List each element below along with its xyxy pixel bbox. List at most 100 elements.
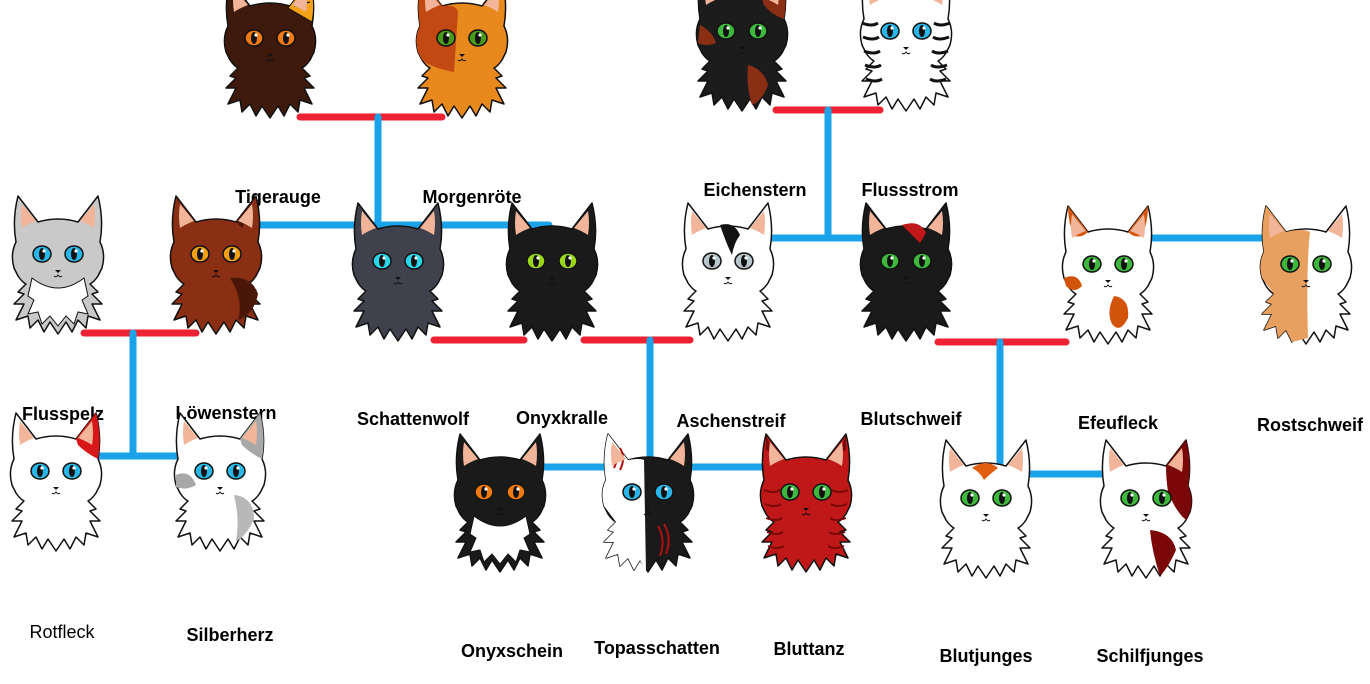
cat-name: Aschenstreif: [676, 411, 786, 431]
stripe: [863, 49, 881, 55]
eye-shine: [200, 249, 204, 253]
body-patch: [234, 495, 254, 541]
cat-name: Bluttanz: [774, 639, 845, 659]
body-patch: [230, 277, 258, 320]
cat-onyxschein: Onyxschein: [453, 433, 563, 661]
cat-eichenstern: Eichenstern: [695, 0, 807, 200]
mouth: [1103, 284, 1113, 288]
cat-figure: [859, 202, 953, 342]
mouth: [547, 281, 557, 285]
eye-shine: [568, 256, 572, 260]
cat-tigerauge: Tigerauge: [223, 0, 321, 207]
stripe: [862, 35, 880, 41]
mouth: [981, 518, 991, 522]
cat-morgenroete: Morgenröte: [415, 0, 522, 207]
inner-ear: [1071, 214, 1086, 238]
chest-patch: [27, 277, 89, 327]
inner-ear: [292, 0, 307, 12]
cat-portrait-icon: [1259, 205, 1353, 345]
cats: Tigerauge Morgenröte Eichenstern Flussst…: [9, 0, 1364, 666]
mouth: [211, 274, 221, 278]
mouth: [265, 58, 275, 62]
eye-shine: [890, 256, 894, 260]
cat-name: Silberherz: [186, 625, 273, 645]
cat-flussstrom: Flussstrom: [859, 0, 959, 200]
eye-shine: [1002, 493, 1006, 497]
eye-shine: [74, 249, 78, 253]
nose: [55, 270, 61, 273]
eye-shine: [632, 487, 636, 491]
eye-shine: [414, 256, 418, 260]
inner-ear: [78, 421, 93, 445]
eye-shine: [72, 466, 76, 470]
cat-figure: [505, 202, 599, 342]
cat-figure: [601, 433, 695, 573]
cat-figure: [173, 412, 267, 552]
mouth: [495, 512, 505, 516]
eye-shine: [232, 249, 236, 253]
cat-portrait-icon: [9, 412, 103, 552]
mouth: [901, 281, 911, 285]
inner-ear: [869, 211, 884, 235]
cat-figure: [859, 0, 953, 112]
eye-shine: [744, 256, 748, 260]
cat-figure: [223, 0, 317, 119]
inner-ear: [574, 211, 589, 235]
cat-body: [759, 433, 853, 573]
eye-shine: [1130, 493, 1134, 497]
stripe: [827, 545, 845, 549]
nose: [739, 47, 745, 50]
mouth: [1141, 518, 1151, 522]
cat-name: Schattenwolf: [357, 409, 470, 429]
cat-name: Schilfjunges: [1096, 646, 1203, 666]
stripe: [830, 503, 848, 507]
inner-ear: [869, 0, 880, 5]
cat-portrait-icon: [505, 202, 599, 342]
nose: [549, 277, 555, 280]
eye-shine: [922, 256, 926, 260]
inner-ear: [1130, 214, 1145, 238]
forelock: [972, 463, 998, 480]
cat-portrait-icon: [1099, 439, 1193, 579]
inner-ear: [233, 0, 248, 12]
eye-shine: [236, 466, 240, 470]
cat-name: Onyxkralle: [516, 408, 608, 428]
cat-portrait-icon: [415, 0, 509, 119]
cat-portrait-icon: [351, 202, 445, 342]
eye-shine: [516, 487, 520, 491]
cat-bluttanz: Bluttanz: [759, 433, 853, 659]
cat-portrait-icon: [1061, 205, 1155, 345]
eye-shine: [382, 256, 386, 260]
nose: [803, 508, 809, 511]
scar: [657, 523, 670, 557]
cat-topasschatten: Topasschatten: [594, 433, 720, 658]
eye-shine: [1092, 259, 1096, 263]
stripe: [767, 545, 785, 549]
eye-shine: [1322, 259, 1326, 263]
inner-ear: [1328, 214, 1343, 238]
stripe: [864, 63, 882, 69]
chest-patch: [1109, 296, 1129, 328]
mouth: [1301, 284, 1311, 288]
inner-ear: [21, 204, 36, 228]
eye-shine: [40, 466, 44, 470]
eye-shine: [478, 33, 482, 37]
cat-figure: [759, 433, 853, 573]
inner-ear: [242, 421, 257, 445]
cat-name: Blutschweif: [860, 409, 962, 429]
cat-figure: [939, 439, 1033, 579]
cat-name: Blutjunges: [940, 646, 1033, 666]
cat-rostschweif: Rostschweif: [1257, 205, 1364, 435]
mouth: [53, 274, 63, 278]
inner-ear: [1008, 448, 1023, 472]
inner-ear: [522, 442, 537, 466]
mouth: [51, 491, 61, 495]
chest-patch: [469, 515, 531, 565]
inner-ear: [750, 211, 765, 235]
inner-ear: [425, 0, 440, 12]
nose: [903, 47, 909, 50]
eye-shine: [922, 26, 926, 30]
mouth: [801, 512, 811, 516]
eye-shine: [758, 26, 762, 30]
